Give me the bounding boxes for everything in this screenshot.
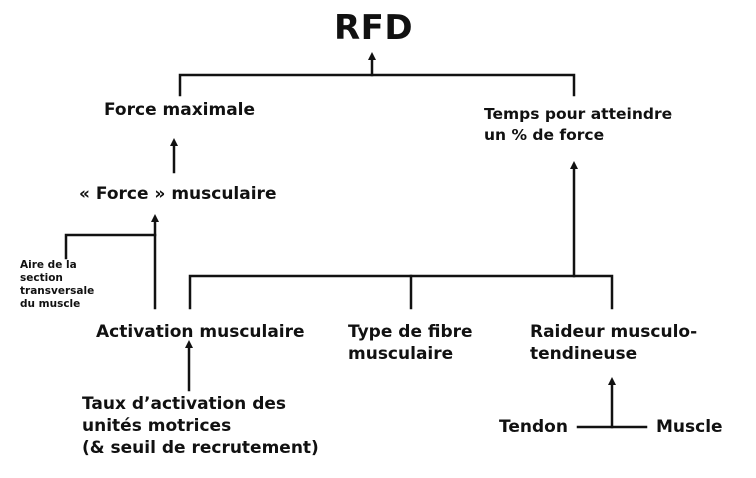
tendon-node: Tendon bbox=[499, 417, 568, 437]
connector-top-bracket bbox=[178, 73, 576, 97]
stiffness-line-2: tendineuse bbox=[530, 344, 638, 364]
time-to-force-line-1: Temps pour atteindre bbox=[484, 105, 673, 123]
motor-units-node: Taux d’activation des unités motrices (&… bbox=[82, 393, 319, 459]
stiffness-line-1: Raideur musculo- bbox=[530, 322, 698, 342]
max-force-node: Force maximale bbox=[104, 100, 256, 120]
rfd-title: RFD bbox=[334, 8, 414, 48]
motor-units-line-2: unités motrices bbox=[82, 416, 232, 436]
time-to-force-node: Temps pour atteindre un % de force bbox=[484, 104, 672, 146]
time-to-force-line-2: un % de force bbox=[484, 126, 605, 144]
fiber-type-line-2: musculaire bbox=[348, 344, 454, 364]
motor-units-line-3: (& seuil de recrutement) bbox=[82, 438, 319, 458]
connector-bottom-bracket bbox=[188, 274, 614, 310]
connector-cross-section bbox=[64, 233, 157, 260]
cross-section-line-3: transversale bbox=[20, 285, 95, 297]
motor-units-line-1: Taux d’activation des bbox=[82, 394, 287, 414]
muscle-force-node: « Force » musculaire bbox=[79, 184, 277, 204]
fiber-type-line-1: Type de fibre bbox=[348, 322, 473, 342]
activation-node: Activation musculaire bbox=[96, 322, 305, 342]
cross-section-line-1: Aire de la bbox=[20, 259, 77, 271]
stiffness-node: Raideur musculo- tendineuse bbox=[530, 321, 697, 365]
cross-section-line-2: section bbox=[20, 272, 63, 284]
fiber-type-node: Type de fibre musculaire bbox=[348, 321, 473, 365]
cross-section-node: Aire de la section transversale du muscl… bbox=[20, 259, 94, 311]
cross-section-line-4: du muscle bbox=[20, 298, 81, 310]
muscle-node: Muscle bbox=[656, 417, 723, 437]
